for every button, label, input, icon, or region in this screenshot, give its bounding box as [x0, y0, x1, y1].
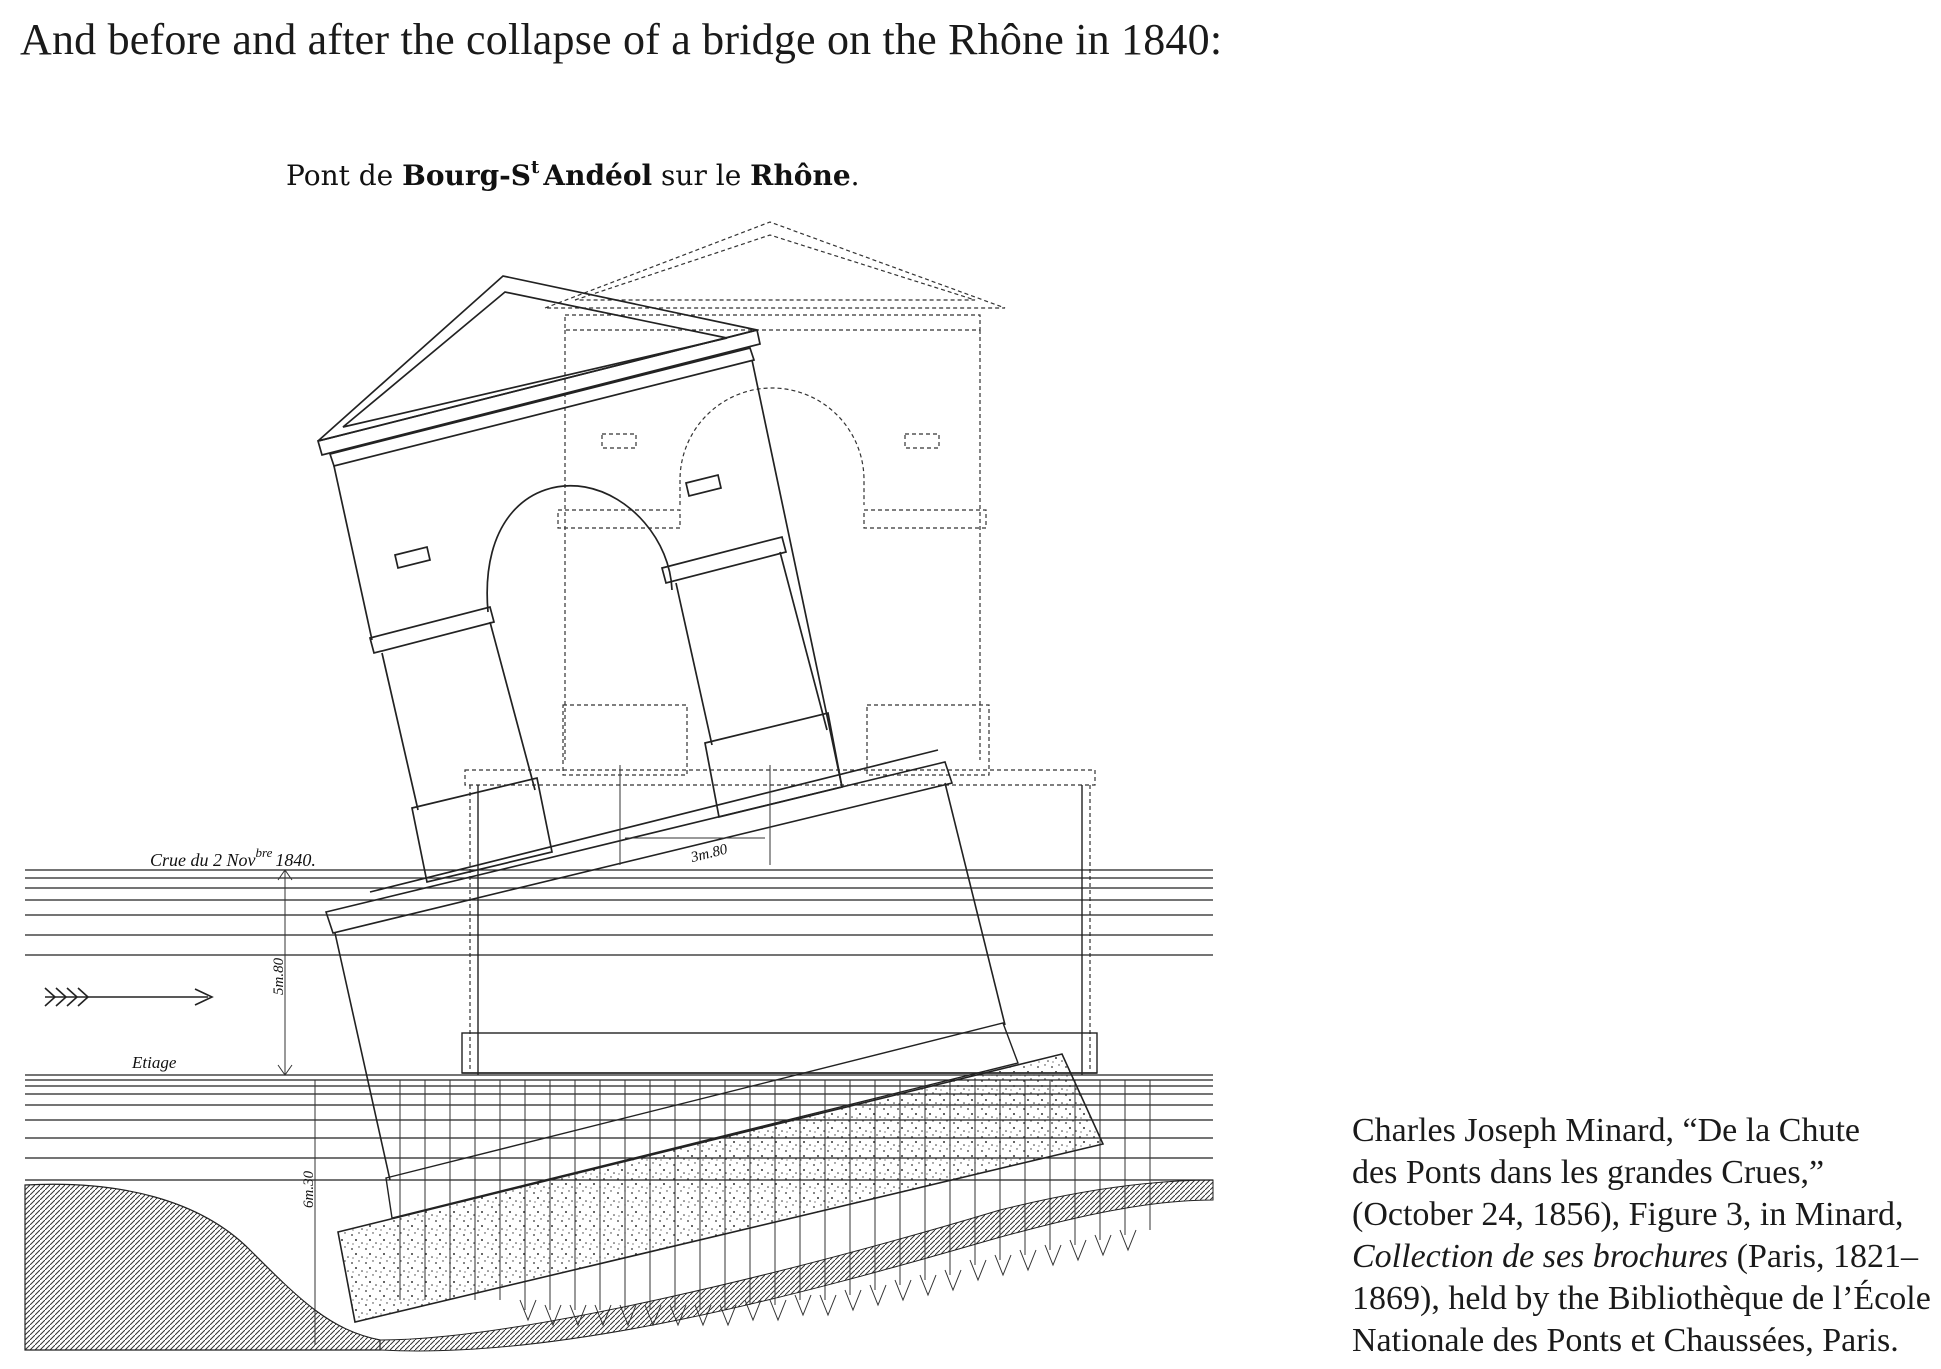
dimension-lines	[277, 765, 771, 1345]
collapsed-building	[316, 275, 843, 884]
low-water-label: Etiage	[131, 1053, 177, 1072]
figure-caption: Charles Joseph Minard, “De la Chute des …	[1352, 1110, 1937, 1362]
current-arrow-icon	[44, 987, 214, 1007]
caption-book-title: Collection de ses brochures	[1352, 1238, 1729, 1275]
caption-line: Nationale des Ponts et Chaussées, Paris.	[1352, 1322, 1899, 1359]
river-bed-right	[379, 1179, 1214, 1352]
caption-line: des Ponts dans les grandes Crues,”	[1352, 1154, 1825, 1191]
caption-line-rest: (Paris, 1821–	[1728, 1238, 1918, 1275]
collapsed-foundation	[337, 1022, 1105, 1323]
caption-line: 1869), held by the Bibliothèque de l’Éco…	[1352, 1280, 1931, 1317]
dim-upper-label: 5m.80	[271, 957, 287, 995]
flood-water-lines	[25, 869, 1213, 956]
original-pier	[461, 785, 1098, 1075]
river-bed	[24, 1183, 381, 1351]
page-heading: And before and after the collapse of a b…	[20, 15, 1223, 64]
caption-line: (October 24, 1856), Figure 3, in Minard,	[1352, 1196, 1904, 1233]
original-bridge-outline	[464, 221, 1096, 1070]
caption-line: Collection de ses brochures (Paris, 1821…	[1352, 1236, 1937, 1278]
caption-line: Charles Joseph Minard, “De la Chute	[1352, 1112, 1860, 1149]
dim-lower-label: 6m.30	[301, 1170, 317, 1208]
